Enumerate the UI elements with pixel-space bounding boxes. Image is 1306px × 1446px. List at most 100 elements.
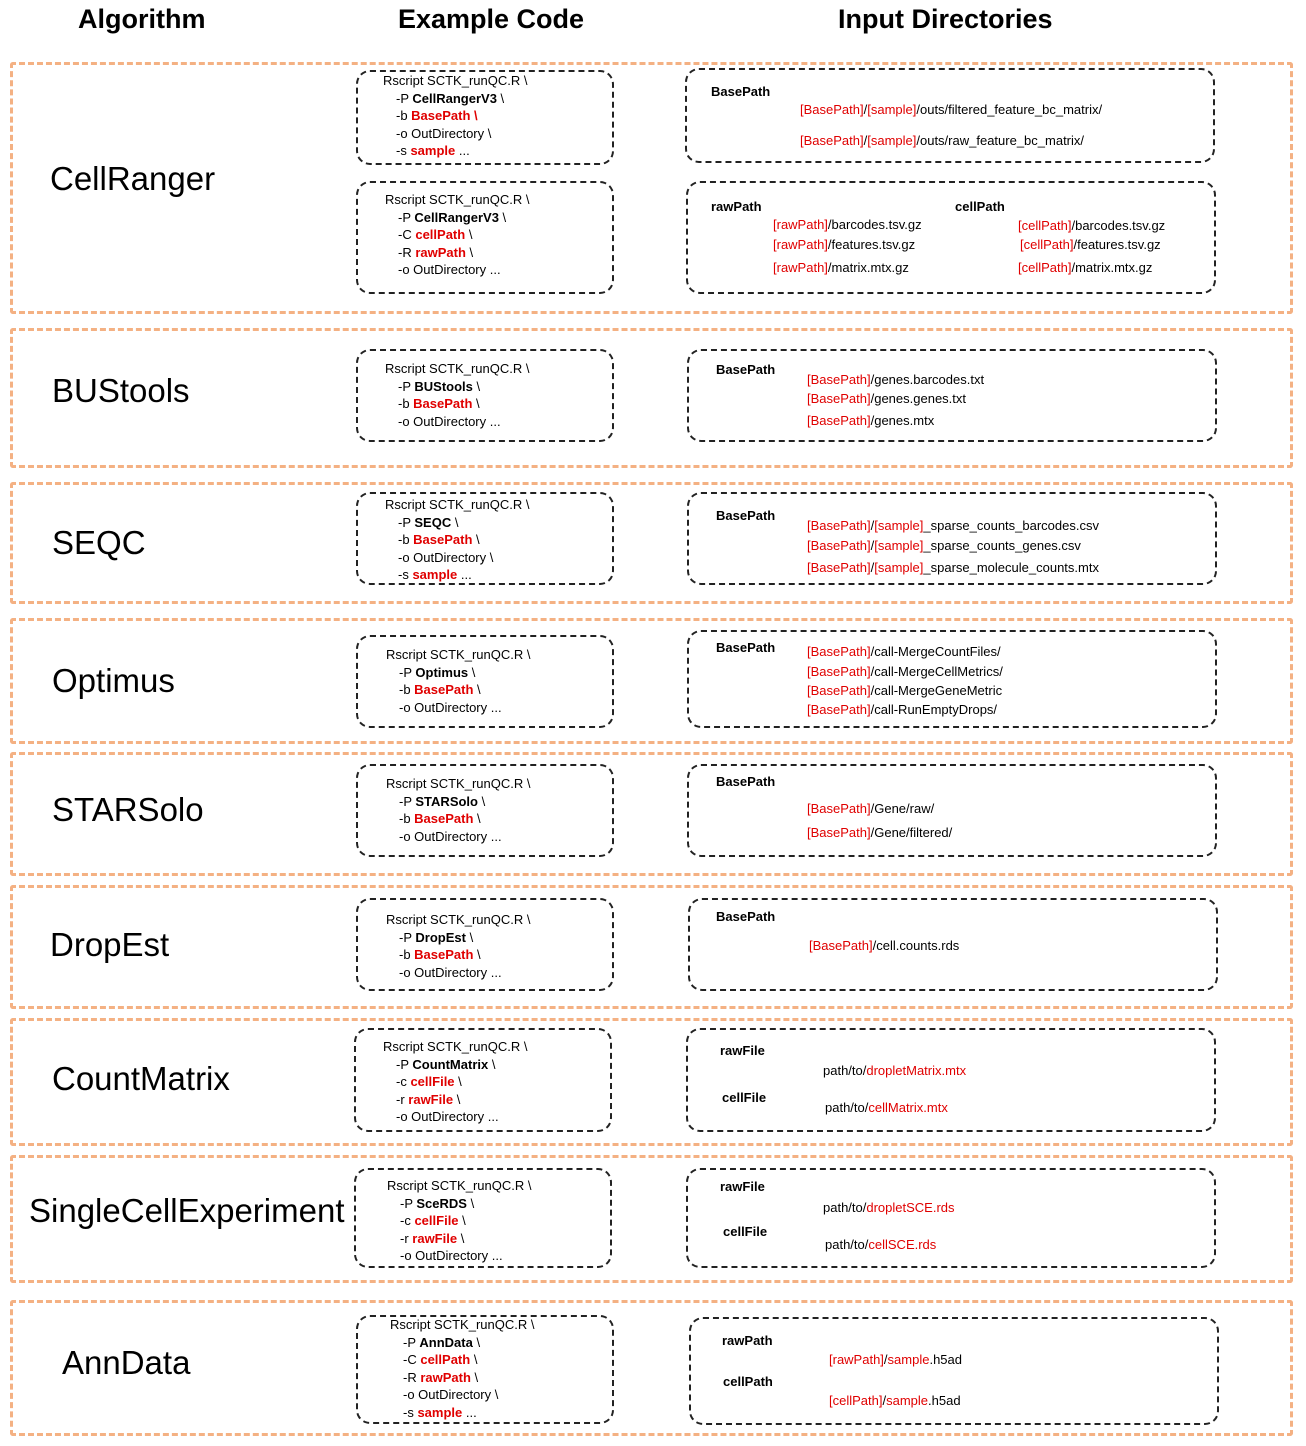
- code-command-line: Rscript SCTK_runQC.R \: [385, 360, 529, 378]
- text-token: \: [498, 209, 507, 225]
- code-argument-line: -P CountMatrix \: [383, 1056, 527, 1074]
- text-token: path/to/: [825, 1237, 869, 1252]
- text-token: ...: [462, 1404, 477, 1420]
- example-code: Rscript SCTK_runQC.R \-P BUStools \-b Ba…: [385, 360, 529, 430]
- text-token: Rscript SCTK_runQC.R \: [386, 776, 531, 791]
- input-file-path: path/to/cellSCE.rds: [825, 1237, 936, 1252]
- example-code-box: [356, 764, 614, 857]
- algorithm-section: [10, 1300, 1293, 1436]
- input-file-path: [BasePath]/Gene/raw/: [807, 801, 934, 816]
- code-argument-line: -P SceRDS \: [387, 1195, 531, 1213]
- text-token: /matrix.mtx.gz: [1071, 260, 1153, 275]
- code-argument-line: -s sample ...: [383, 142, 527, 160]
- text-token: -b: [399, 947, 415, 962]
- code-argument-line: -C cellPath \: [390, 1351, 534, 1369]
- highlight-token: [cellPath]: [1018, 218, 1072, 233]
- text-token: Rscript SCTK_runQC.R \: [385, 497, 530, 512]
- text-token: -o OutDirectory ...: [400, 1248, 503, 1263]
- text-token: \: [453, 1091, 461, 1107]
- input-path-label: rawPath: [722, 1333, 773, 1348]
- code-argument-line: -R rawPath \: [385, 244, 529, 262]
- input-directory-box: [688, 898, 1218, 991]
- input-file-path: [BasePath]/call-MergeCountFiles/: [807, 644, 1001, 659]
- code-argument-line: -o OutDirectory ...: [385, 261, 529, 279]
- highlight-token: BasePath: [414, 947, 474, 962]
- text-token: -o OutDirectory \: [398, 549, 494, 565]
- text-token: Rscript SCTK_runQC.R \: [387, 1178, 532, 1193]
- highlight-token: SceRDS: [416, 1195, 467, 1211]
- example-code-box: [356, 349, 614, 442]
- text-token: -P: [398, 209, 415, 225]
- algorithm-name: Optimus: [52, 662, 175, 699]
- text-token: -o OutDirectory \: [396, 125, 492, 141]
- code-argument-line: -o OutDirectory \: [390, 1386, 534, 1404]
- code-argument-line: -o OutDirectory ...: [386, 699, 530, 717]
- text-token: /outs/raw_feature_bc_matrix/: [916, 133, 1085, 148]
- code-argument-line: -c cellFile \: [387, 1212, 531, 1230]
- text-token: -C: [398, 227, 416, 242]
- code-argument-line: -b BasePath \: [386, 946, 530, 964]
- example-code: Rscript SCTK_runQC.R \-P AnnData \-C cel…: [390, 1316, 534, 1421]
- text-token: -C: [403, 1352, 421, 1367]
- text-token: -P: [403, 1334, 420, 1350]
- algorithm-name: BUStools: [52, 372, 190, 409]
- input-path-label: BasePath: [716, 909, 776, 924]
- example-code: Rscript SCTK_runQC.R \-P CellRangerV3 \-…: [385, 191, 529, 279]
- code-command-line: Rscript SCTK_runQC.R \: [387, 1177, 531, 1195]
- text-token: /call-MergeCountFiles/: [870, 644, 1001, 659]
- input-file-path: [BasePath]/[sample]_sparse_counts_barcod…: [807, 518, 1099, 533]
- example-code-box: [356, 635, 614, 728]
- text-token: _sparse_molecule_counts.mtx: [923, 560, 1099, 575]
- text-token: \: [465, 227, 473, 242]
- text-token: ...: [455, 143, 470, 158]
- highlight-token: STARSolo: [415, 793, 478, 809]
- text-token: -P: [399, 793, 416, 809]
- input-directory-box: [685, 68, 1215, 163]
- algorithm-name: CellRanger: [50, 160, 216, 197]
- highlight-token: [BasePath]: [807, 683, 871, 698]
- example-code: Rscript SCTK_runQC.R \-P STARSolo \-b Ba…: [386, 775, 530, 845]
- code-argument-line: -r rawFile \: [387, 1230, 531, 1248]
- input-file-path: [rawPath]/barcodes.tsv.gz: [773, 217, 922, 232]
- highlight-token: sample: [412, 567, 458, 582]
- input-file-path: [cellPath]/features.tsv.gz: [1020, 237, 1161, 252]
- highlight-token: [cellPath]: [1020, 237, 1074, 252]
- example-code-box: [356, 70, 614, 165]
- text-token: Rscript SCTK_runQC.R \: [386, 912, 531, 927]
- code-command-line: Rscript SCTK_runQC.R \: [390, 1316, 534, 1334]
- text-token: Rscript SCTK_runQC.R \: [385, 361, 530, 376]
- code-argument-line: -r rawFile \: [383, 1091, 527, 1109]
- code-command-line: Rscript SCTK_runQC.R \: [386, 646, 530, 664]
- text-token: /call-MergeGeneMetric: [870, 683, 1003, 698]
- highlight-token: cellMatrix.mtx: [868, 1100, 948, 1115]
- text-token: -b: [399, 682, 415, 697]
- highlight-token: [BasePath]: [807, 372, 871, 387]
- text-token: /cell.counts.rds: [872, 938, 960, 953]
- text-token: \: [472, 1334, 481, 1350]
- input-path-label: BasePath: [716, 640, 776, 655]
- text-token: \: [472, 378, 481, 394]
- code-argument-line: -P DropEst \: [386, 929, 530, 947]
- highlight-token: [BasePath]: [807, 702, 871, 717]
- code-argument-line: -o OutDirectory \: [383, 125, 527, 143]
- text-token: -r: [396, 1091, 409, 1107]
- input-file-path: path/to/dropletMatrix.mtx: [823, 1063, 966, 1078]
- code-command-line: Rscript SCTK_runQC.R \: [385, 496, 529, 514]
- text-token: -c: [396, 1074, 411, 1089]
- highlight-token: DropEst: [415, 929, 466, 945]
- text-token: /: [870, 518, 875, 533]
- text-token: path/to/: [825, 1100, 869, 1115]
- text-token: /: [870, 538, 875, 553]
- input-directory-box: [686, 1168, 1216, 1268]
- code-argument-line: -b BasePath \: [386, 681, 530, 699]
- highlight-token: BasePath: [414, 811, 474, 826]
- text-token: .h5ad: [929, 1352, 963, 1367]
- highlight-token: [rawPath]: [773, 260, 828, 275]
- text-token: \: [465, 929, 474, 945]
- code-argument-line: -P BUStools \: [385, 378, 529, 396]
- text-token: /features.tsv.gz: [827, 237, 916, 252]
- highlight-token: BasePath: [413, 532, 473, 547]
- text-token: /Gene/filtered/: [870, 825, 953, 840]
- algorithm-name: DropEst: [50, 926, 170, 963]
- input-directory-box: [687, 630, 1217, 728]
